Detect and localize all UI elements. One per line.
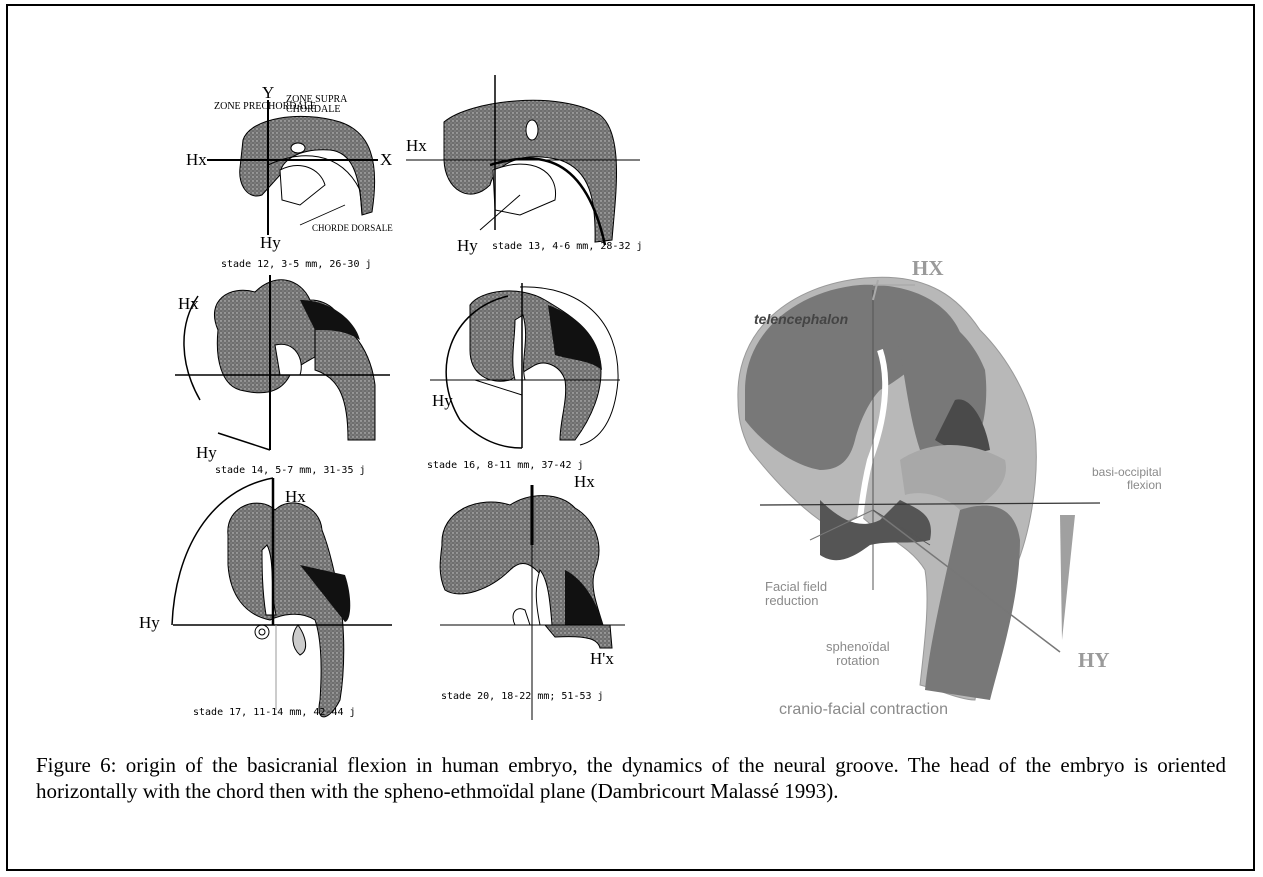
label-cranio-facial: cranio-facial contraction bbox=[779, 701, 948, 719]
label-hy-12: Hy bbox=[260, 234, 281, 251]
panel-stade-16 bbox=[430, 283, 620, 448]
panel-stade-14 bbox=[175, 275, 390, 450]
label-hx-13: Hx bbox=[406, 137, 427, 154]
stage-label-17: stade 17, 11-14 mm, 42-44 j bbox=[193, 708, 356, 718]
stage-label-12: stade 12, 3-5 mm, 26-30 j bbox=[221, 260, 372, 270]
label-chorde: CHORDE DORSALE bbox=[312, 224, 393, 233]
label-hy-17: Hy bbox=[139, 614, 160, 631]
figure-caption: Figure 6: origin of the basicranial flex… bbox=[36, 752, 1226, 804]
panel-stade-17 bbox=[172, 478, 392, 717]
panel-cranio-facial bbox=[738, 277, 1100, 700]
label-HY: HY bbox=[1078, 650, 1110, 671]
label-zone-supra: ZONE SUPRA CHORDALE bbox=[286, 95, 361, 115]
label-hy-16: Hy bbox=[432, 392, 453, 409]
label-HX: HX bbox=[912, 258, 944, 279]
label-hx-17: Hx bbox=[285, 488, 306, 505]
label-telencephalon: telencephalon bbox=[754, 312, 848, 327]
label-hx-14: Hx bbox=[178, 295, 199, 312]
stage-label-13: stade 13, 4-6 mm, 28-32 j bbox=[492, 242, 643, 252]
label-hy-13: Hy bbox=[457, 237, 478, 254]
panel-stade-13 bbox=[406, 75, 640, 245]
label-hx-12: Hx bbox=[186, 151, 207, 168]
panel-stade-12 bbox=[207, 100, 378, 235]
label-sphenoidal: sphenoïdal rotation bbox=[826, 640, 890, 669]
stage-label-16: stade 16, 8-11 mm, 37-42 j bbox=[427, 461, 584, 471]
label-hy-14: Hy bbox=[196, 444, 217, 461]
panel-stade-20 bbox=[440, 485, 625, 720]
label-basi-occipital: basi-occipital flexion bbox=[1092, 466, 1162, 492]
stage-label-14: stade 14, 5-7 mm, 31-35 j bbox=[215, 466, 366, 476]
label-facial-field: Facial field reduction bbox=[765, 580, 827, 609]
stage-label-20: stade 20, 18-22 mm; 51-53 j bbox=[441, 692, 604, 702]
label-hx-20: Hx bbox=[574, 473, 595, 490]
label-y-axis: Y bbox=[262, 84, 274, 101]
label-x-axis: X bbox=[380, 151, 392, 168]
label-hpx-20: H'x bbox=[590, 650, 614, 667]
